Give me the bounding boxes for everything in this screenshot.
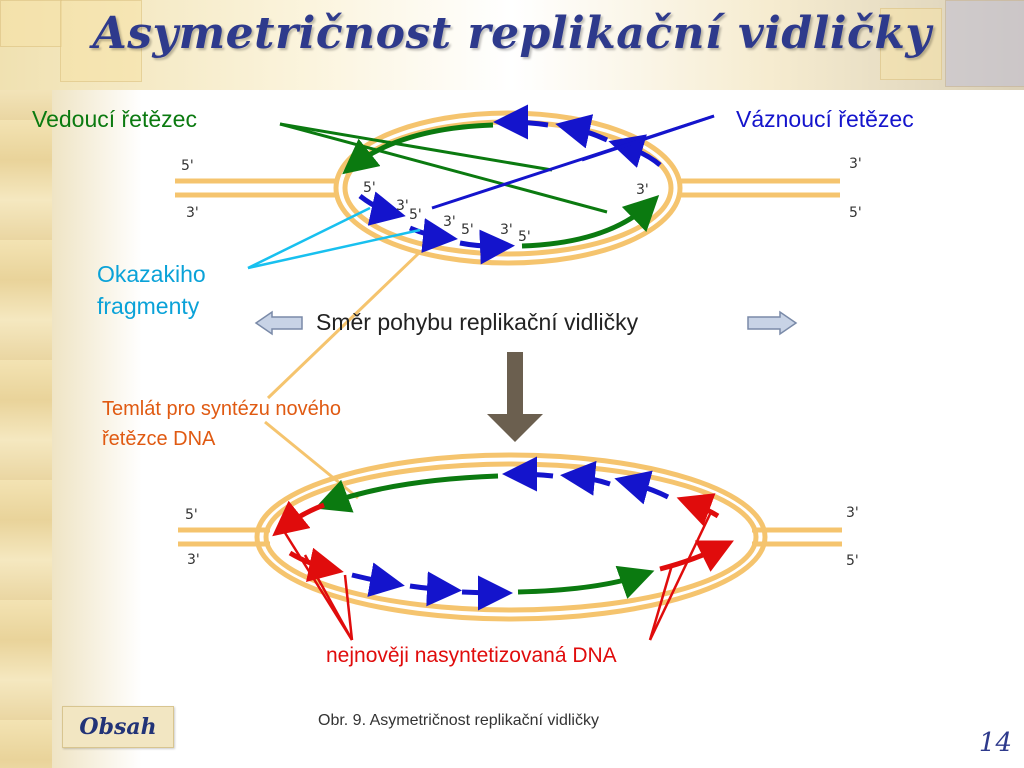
- pointer-leading-2: [279, 122, 553, 172]
- page-number: 14: [978, 728, 1012, 758]
- top-replication-bubble: [175, 104, 840, 266]
- strand-end-label: 3': [636, 182, 649, 198]
- decorative-tile: [945, 0, 1024, 87]
- strand-end-label: 3': [396, 198, 409, 214]
- template-label-line1: Temlát pro syntézu nového: [102, 398, 342, 420]
- strand-end-label: 3': [443, 214, 456, 230]
- bubble-outer: [254, 452, 768, 622]
- leading-strand-bottom: [521, 195, 660, 249]
- template-label: Temlát pro syntézu nového řetězce DNA: [102, 394, 341, 454]
- decorative-left-fade: [52, 0, 142, 768]
- decorative-top-band: [0, 0, 1024, 90]
- okazaki-fragment-3: [459, 229, 515, 265]
- newest-dna-label: nejnověji nasyntetizovaná DNA: [326, 644, 617, 667]
- leading-strand-bottom: [517, 565, 655, 599]
- okazaki-label-line1: Okazakiho: [97, 261, 206, 287]
- okazaki-fragment: [351, 562, 405, 597]
- newest-dna-lagging: [676, 493, 720, 527]
- okazaki-fragment: [461, 575, 513, 611]
- leading-strand-top: [314, 473, 499, 513]
- strand-end-label: 3': [187, 552, 200, 568]
- lagging-fragment: [493, 104, 549, 140]
- down-arrow: [487, 352, 543, 442]
- strand-end-label: 5': [409, 207, 422, 223]
- okazaki-fragment-1: [358, 191, 406, 226]
- contents-button[interactable]: Obsah: [62, 706, 174, 748]
- pointer-okazaki-2: [247, 228, 421, 270]
- strand-end-label: 5': [363, 180, 376, 196]
- strand-end-label: 5': [846, 553, 859, 569]
- strand-end-label: 5': [518, 229, 531, 245]
- template-label-line2: řetězce DNA: [102, 428, 216, 450]
- strand-end-label: 5': [461, 222, 474, 238]
- decorative-tile: [60, 0, 142, 82]
- pointer-leading-1: [279, 122, 608, 214]
- leading-strand-top: [342, 122, 494, 175]
- direction-arrow-right: [747, 310, 798, 336]
- lagging-strand-label: Váznoucí řetězec: [736, 106, 914, 132]
- strand-end-label: 3': [186, 205, 199, 221]
- decorative-left-strip: [0, 0, 52, 768]
- fork-direction-label: Směr pohybu replikační vidličky: [316, 309, 639, 335]
- newest-dna-leading-top: [272, 500, 325, 537]
- strand-end-label: 5': [181, 158, 194, 174]
- lagging-fragment: [560, 460, 611, 496]
- okazaki-fragment-2: [408, 218, 458, 253]
- pointer-template-1: [266, 250, 422, 400]
- pointer-okazaki-1: [247, 206, 371, 270]
- figure-caption: Obr. 9. Asymetričnost replikační vidličk…: [318, 712, 599, 729]
- okazaki-label-line2: fragmenty: [97, 293, 200, 319]
- bubble-outer: [333, 110, 683, 266]
- strand-end-label: 5': [185, 507, 198, 523]
- okazaki-fragment: [409, 571, 462, 607]
- lagging-fragment: [502, 456, 554, 492]
- strand-end-label: 3': [500, 222, 513, 238]
- bubble-inner: [263, 461, 759, 613]
- bottom-replication-bubble: [178, 452, 842, 622]
- newest-dna-leading-bottom: [659, 540, 734, 572]
- direction-arrow-left: [254, 310, 303, 336]
- pointer-lagging-2: [581, 114, 715, 162]
- strand-end-label: 3': [846, 505, 859, 521]
- newest-dna-okazaki: [288, 547, 344, 583]
- decorative-tile: [880, 8, 942, 80]
- newest-dna-pointers: [280, 509, 714, 641]
- leading-strand-label: Vedoucí řetězec: [32, 106, 197, 132]
- slide-title: Asymetričnost replikační vidličky: [92, 8, 932, 59]
- strand-end-label: 5': [849, 205, 862, 221]
- strand-end-label: 3': [849, 156, 862, 172]
- okazaki-fragments-label: Okazakiho fragmenty: [97, 258, 206, 322]
- lagging-fragment: [614, 470, 670, 505]
- lagging-fragment: [555, 114, 609, 149]
